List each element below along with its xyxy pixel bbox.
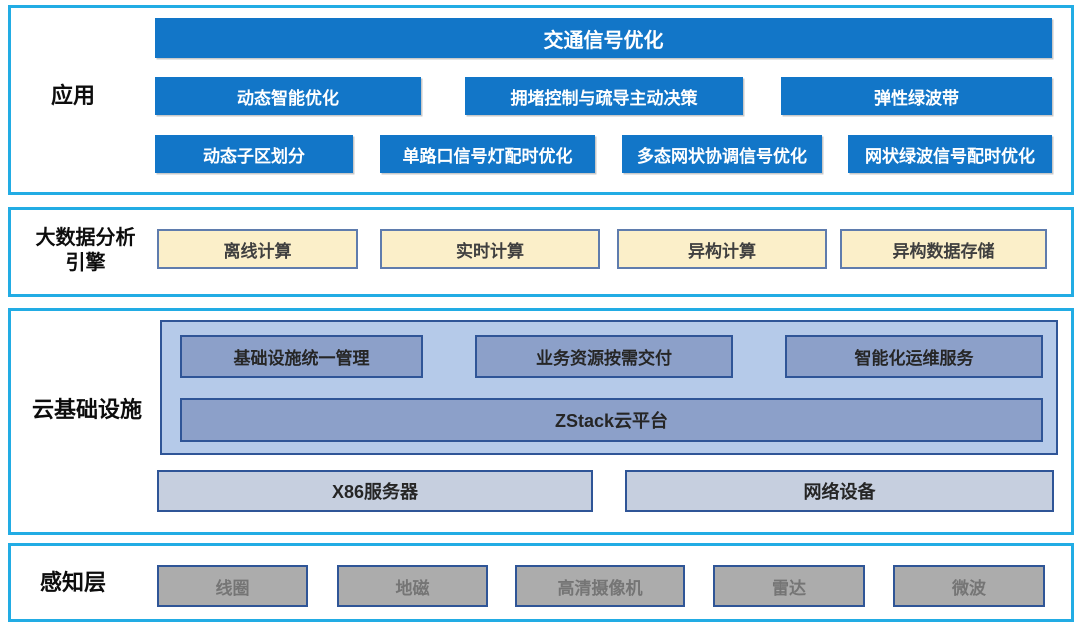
bigdata-engine-section: 大数据分析 引擎 离线计算 实时计算 异构计算 异构数据存储: [8, 207, 1074, 297]
box-elastic-green-wave: 弹性绿波带: [781, 77, 1052, 115]
perception-layer-section: 感知层 线圈 地磁 高清摄像机 雷达 微波: [8, 543, 1074, 622]
application-layer-label: 应用: [50, 83, 95, 108]
box-business-resource-on-demand: 业务资源按需交付: [475, 335, 733, 378]
box-network-device: 网络设备: [625, 470, 1054, 512]
cloud-infrastructure-label: 云基础设施: [31, 397, 142, 422]
box-realtime-computing: 实时计算: [380, 229, 600, 269]
box-traffic-signal-optimization: 交通信号优化: [155, 18, 1052, 58]
box-network-green-wave-timing: 网状绿波信号配时优化: [848, 135, 1052, 173]
box-geomagnetic: 地磁: [337, 565, 488, 607]
box-hd-camera: 高清摄像机: [515, 565, 685, 607]
box-infrastructure-unified-management: 基础设施统一管理: [180, 335, 423, 378]
box-offline-computing: 离线计算: [157, 229, 358, 269]
perception-layer-label: 感知层: [39, 570, 106, 595]
box-single-intersection-timing: 单路口信号灯配时优化: [380, 135, 595, 173]
box-dynamic-subzone-division: 动态子区划分: [155, 135, 353, 173]
box-intelligent-ops-service: 智能化运维服务: [785, 335, 1043, 378]
box-x86-server: X86服务器: [157, 470, 593, 512]
box-radar: 雷达: [713, 565, 865, 607]
bigdata-engine-label-line1: 大数据分析: [35, 227, 136, 249]
box-zstack-cloud-platform: ZStack云平台: [180, 398, 1043, 442]
box-dynamic-intelligent-optimization: 动态智能优化: [155, 77, 421, 115]
box-microwave: 微波: [893, 565, 1045, 607]
box-multi-state-network-coordination: 多态网状协调信号优化: [622, 135, 822, 173]
cloud-platform-container: 基础设施统一管理 业务资源按需交付 智能化运维服务 ZStack云平台: [160, 320, 1058, 455]
box-heterogeneous-data-storage: 异构数据存储: [840, 229, 1047, 269]
bigdata-engine-label: 大数据分析 引擎: [23, 225, 148, 277]
box-congestion-control-decision: 拥堵控制与疏导主动决策: [465, 77, 743, 115]
application-layer-section: 应用 交通信号优化 动态智能优化 拥堵控制与疏导主动决策 弹性绿波带 动态子区划…: [8, 5, 1074, 195]
box-heterogeneous-computing: 异构计算: [617, 229, 827, 269]
box-loop-coil: 线圈: [157, 565, 308, 607]
cloud-infrastructure-section: 云基础设施 基础设施统一管理 业务资源按需交付 智能化运维服务 ZStack云平…: [8, 308, 1074, 535]
bigdata-engine-label-line2: 引擎: [65, 252, 106, 274]
